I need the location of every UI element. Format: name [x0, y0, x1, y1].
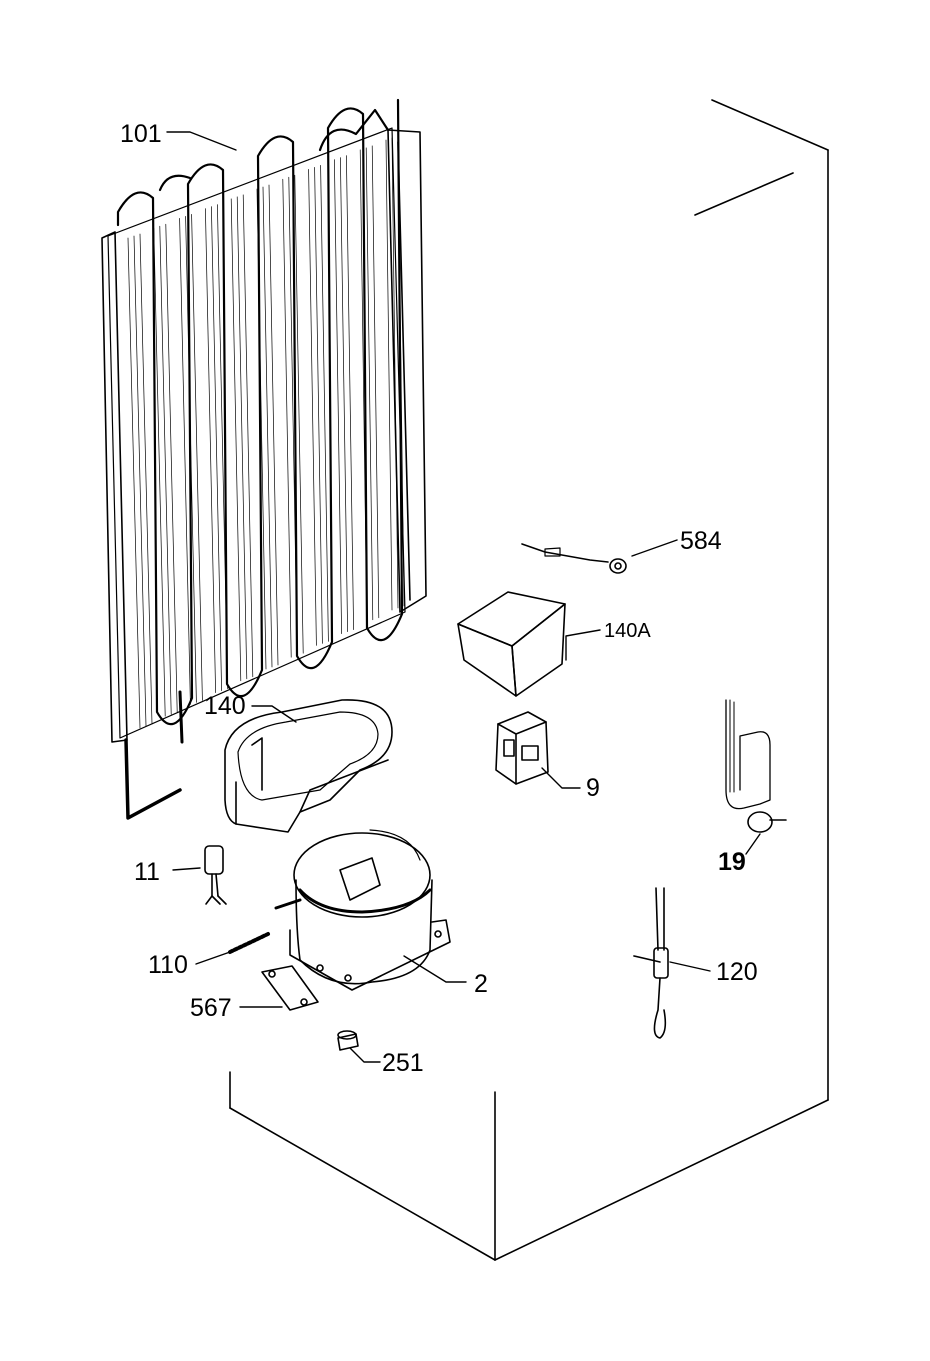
part-110-tube — [228, 932, 270, 954]
heater-cord-19 — [725, 699, 787, 833]
ptc-relay-9 — [495, 711, 549, 785]
callout-9: 9 — [586, 774, 600, 802]
callout-110: 110 — [148, 951, 188, 979]
wire-584 — [521, 543, 627, 574]
callout-251: 251 — [382, 1049, 424, 1077]
callout-140a: 140A — [604, 620, 651, 642]
drip-tray-140 — [224, 699, 393, 833]
callout-120: 120 — [716, 958, 758, 986]
callout-567: 567 — [190, 994, 232, 1022]
filter-drier-11 — [204, 845, 227, 905]
condenser-101 — [101, 98, 427, 820]
relay-box-140a — [457, 591, 566, 697]
plug-251 — [337, 1030, 359, 1051]
callout-101: 101 — [120, 120, 162, 148]
thermostat-120 — [633, 887, 669, 1039]
callout-11: 11 — [134, 858, 160, 886]
callout-19: 19 — [718, 848, 746, 876]
callout-140: 140 — [204, 692, 246, 720]
leader-lines — [166, 131, 761, 1063]
cabinet-outline — [229, 99, 829, 1261]
compressor-2 — [274, 829, 451, 991]
mounting-plate-567 — [261, 965, 319, 1011]
callout-labels: 101 584 140A 140 9 19 11 110 2 120 567 2… — [120, 120, 758, 1077]
callout-584: 584 — [680, 527, 722, 555]
callout-2: 2 — [474, 970, 488, 998]
